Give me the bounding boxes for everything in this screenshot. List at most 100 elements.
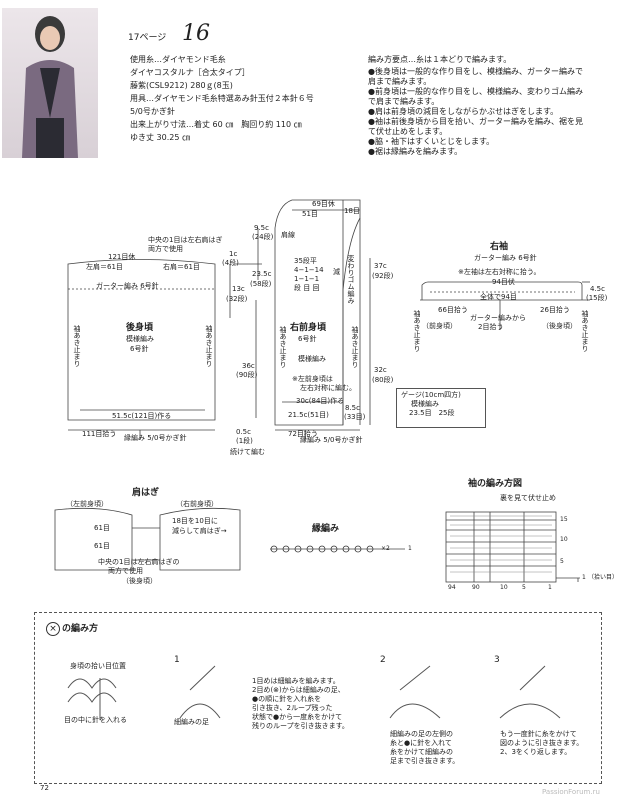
shoulder-sts-left-2: 61目: [94, 542, 110, 550]
front-dim-85c: 8.5c: [345, 404, 360, 412]
front-dim-37c-rows: (92段): [372, 272, 394, 280]
tools-text: 用具…ダイヤモンド毛糸特選あみ針玉付２本針６号: [130, 94, 314, 103]
shoulder-center-2: 両方で使用: [108, 567, 143, 575]
sleeve-chart-col5: 5: [522, 584, 526, 591]
model-photo: [2, 8, 98, 158]
yarn-type: ダイヤコスタルナ［合太タイプ］: [130, 68, 250, 77]
front-note-2: 左右対称に編む。: [300, 384, 356, 392]
back-dim-05c-rows: (1段): [236, 437, 253, 445]
step3-line: 図のように引き抜きます。: [500, 739, 584, 747]
sleeve-open-left: 袖あき止まり: [413, 310, 421, 352]
howto-box: [34, 612, 602, 784]
step1-line: 状態で●から一度糸をかけて: [252, 713, 343, 721]
howto-step1-label: 細編みの足: [174, 718, 209, 726]
front-dim-30c: 30c(84目)作る: [296, 397, 345, 405]
back-garter: ガーター編み 6号針: [96, 282, 159, 290]
sleeve-all: 全体で94目: [480, 293, 517, 301]
sleeve-chart-title: 袖の編み方図: [468, 479, 523, 489]
front-dim-32c: 32c: [374, 366, 387, 374]
step3-line: 2、3をくり返します。: [500, 748, 572, 756]
step3-line: もう一度針に糸をかけて: [500, 730, 577, 738]
back-dim-36c: 36c: [242, 362, 255, 370]
instructions-block: 編み方要点…糸は１本どりで編みます。 ●後身頃は一般的な作り目をし、模様編み、ガ…: [368, 55, 590, 157]
sleeve-back-side: （後身頃）: [542, 322, 577, 330]
sleeve-title: 右袖: [490, 242, 509, 252]
howto-title: の編み方: [62, 624, 99, 634]
x-symbol-icon: ×: [46, 622, 60, 636]
sleeve-chart-col10: 10: [500, 584, 508, 591]
edging-row: 1: [408, 545, 412, 552]
front-dim-235c: 23.5c: [252, 270, 272, 278]
shoulder-back: （後身頃）: [122, 577, 157, 585]
step1-line: 2目め(⊗)からは細編みの足、: [252, 686, 345, 694]
gauge-box: ゲージ(10cm四方) 模様編み 23.5目 25段: [396, 388, 486, 428]
back-note-2: 両方で使用: [148, 245, 183, 253]
howto-step0-label: 身頃の拾い目位置: [70, 662, 126, 670]
back-edge: 縁編み 5/0号かぎ針: [124, 434, 187, 442]
back-dim-05c: 0.5c: [236, 428, 251, 436]
front-rib: 変わりゴム編み: [347, 255, 355, 304]
front-pattern: 模様編み: [298, 355, 326, 363]
step1-line: 残りのループを引き抜きます。: [252, 722, 349, 730]
pattern-number: 16: [182, 21, 210, 46]
sleeve-chart-row15: 15: [560, 516, 568, 523]
howto-step3-num: 3: [494, 655, 500, 665]
step1-line: 引き抜き、2ループ残った: [252, 704, 333, 712]
front-note-1: ※左前身頃は: [292, 375, 333, 383]
sleeve-chart-col90: 90: [472, 584, 480, 591]
front-dec-3: 1−1−1: [294, 275, 320, 283]
sleeve-dim-45c-rows: (15段): [586, 294, 608, 302]
front-shoulder: 肩線: [281, 231, 295, 239]
step1-line: 1目めは細編みを編みます。: [252, 677, 340, 685]
sleeve-chart-col1: 1: [548, 584, 552, 591]
back-dim-1c-rows: (4段): [222, 259, 239, 267]
sleeve-top: 94目伏: [492, 278, 515, 286]
front-sleeve-open-left: 袖あき止まり: [279, 326, 287, 368]
back-shoulder-left: 左肩＝61目: [86, 263, 123, 271]
step2-line: 糸と●に針を入れて: [390, 739, 452, 747]
sleeve-pick-front: 66目拾う: [438, 306, 468, 314]
gauge-pattern: 模様編み: [411, 400, 439, 408]
yarn-color: 藤紫(CSL9212) 280ｇ(8玉): [130, 81, 233, 90]
sleeve-pick-back: 26目拾う: [540, 306, 570, 314]
front-edge: 縁編み 5/0号かぎ針: [300, 436, 363, 444]
howto-step2-text: 細編みの足の左側の 糸と●に針を入れて 糸をかけて細編みの 足まで引き抜きます。: [390, 730, 459, 766]
tools-hook: 5/0号かぎ針: [130, 107, 175, 116]
front-pickup: 72目拾う: [288, 430, 318, 438]
back-dim-13c: 13c: [232, 285, 245, 293]
step2-line: 足まで引き抜きます。: [390, 757, 460, 765]
front-top-b: 18目: [344, 207, 360, 215]
back-top-sts: 121目休: [108, 253, 136, 261]
front-top-a: 51目: [302, 210, 318, 218]
front-dec-label: 減: [333, 268, 340, 276]
howto-step3-text: もう一度針に糸をかけて 図のように引き抜きます。 2、3をくり返します。: [500, 730, 583, 757]
size-text: 出来上がり寸法…着丈 60 ㎝ 胸回り約 110 ㎝: [130, 120, 302, 129]
sleeve-front-side: （前身頃）: [422, 322, 457, 330]
yarn-text: 使用糸…ダイヤモンド毛糸: [130, 55, 226, 64]
size-sleeve: ゆき丈 30.25 ㎝: [130, 133, 190, 142]
model-illustration: [22, 16, 78, 158]
front-dim-32c-rows: (80段): [372, 376, 394, 384]
front-dim-85c-sts: (33目): [344, 413, 366, 421]
back-pattern: 模様編み: [126, 335, 154, 343]
sleeve-chart-top: 裏を見て伏せ止め: [500, 494, 556, 502]
front-dec-1: 35段平: [294, 257, 317, 265]
front-dim-95c-rows: (24段): [252, 233, 274, 241]
sleeve-chart-row10: 10: [560, 536, 568, 543]
sleeve-pick-mid: ガーター編みから: [470, 314, 526, 322]
materials-block: 使用糸…ダイヤモンド毛糸 ダイヤコスタルナ［合太タイプ］ 藤紫(CSL9212)…: [130, 55, 350, 146]
page-number: 72: [40, 784, 49, 792]
front-dim-37c: 37c: [374, 262, 387, 270]
back-needle: 6号針: [130, 345, 149, 353]
shoulder-left-front: （左前身頃）: [66, 500, 108, 508]
instruction-item: ●前身頃は一般的な作り目をし、模様編み、変わりゴム編みで肩まで編みます。: [368, 87, 583, 106]
sleeve-chart-col94: 94: [448, 584, 456, 591]
back-sleeve-open-right: 袖あき止まり: [205, 325, 213, 367]
back-note-1: 中央の1目は左右肩はぎ: [148, 236, 223, 244]
sleeve-note: ※左袖は左右対称に拾う。: [458, 268, 541, 276]
edging-title: 縁編み: [312, 524, 340, 534]
gauge-title: ゲージ(10cm四方): [401, 391, 461, 399]
gauge-values: 23.5目 25段: [409, 409, 455, 417]
howto-step1-text: 1目めは細編みを編みます。 2目め(⊗)からは細編みの足、 ●の順に針を入れ糸を…: [252, 677, 349, 731]
